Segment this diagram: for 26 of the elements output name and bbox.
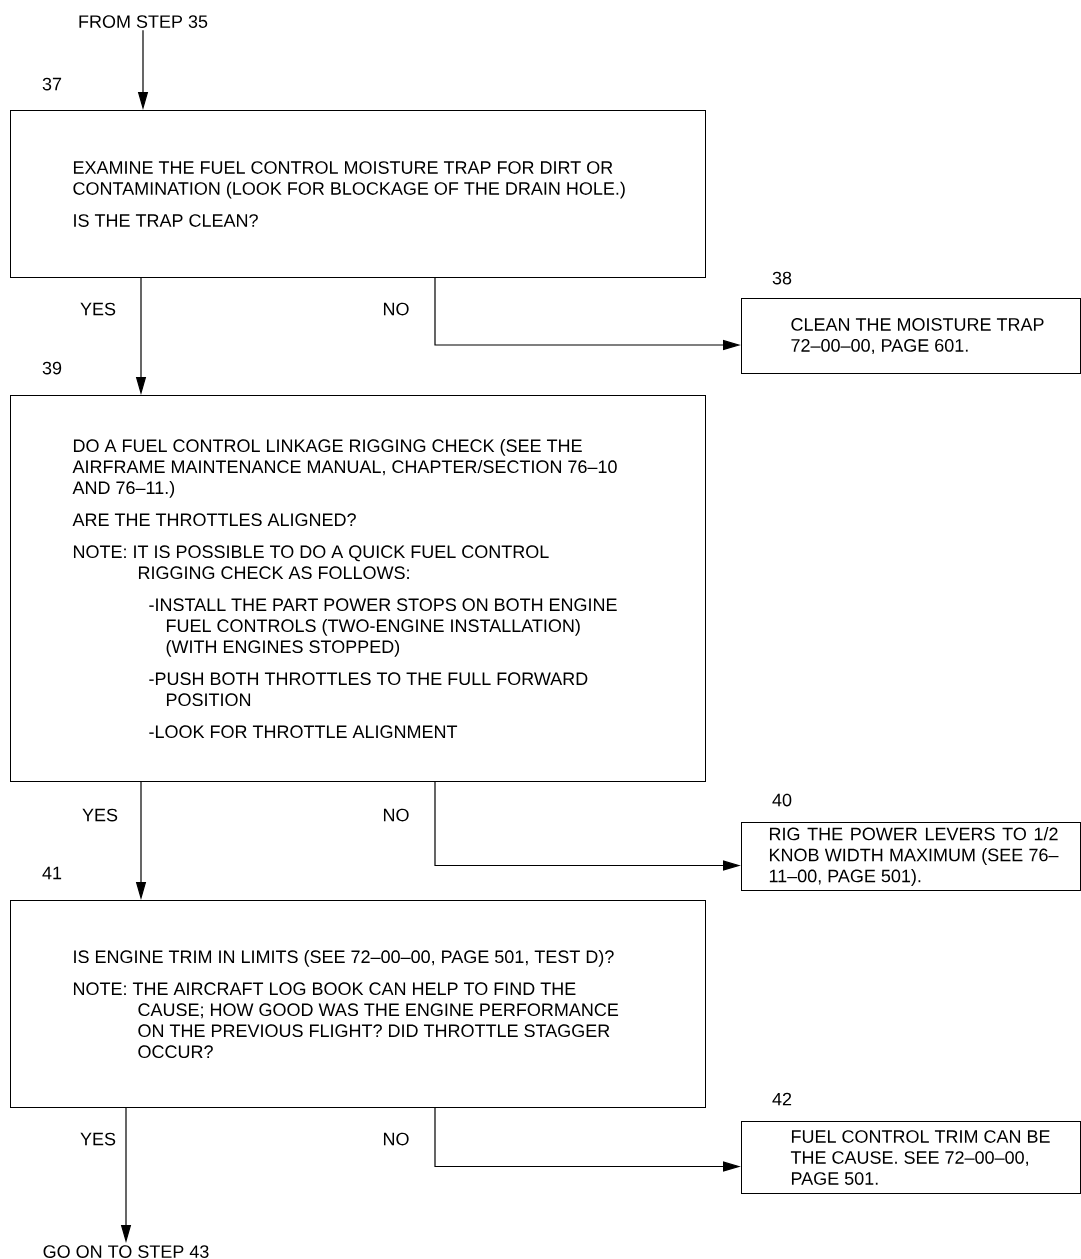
step-number: 39	[42, 361, 62, 375]
process-box: IS ENGINE TRIM IN LIMITS (SEE 72–00–00, PAGE 501, TEST D)? NOTE: THE AIRCRAFT LOG BOOK CAN HELP TO FIND THE CAUSE; HOW GOOD WAS THE ENGINE PERFORMANCE ON THE PREVIOUS FLIGHT? DID THROTTLE STAGGER OCCUR?	[10, 900, 706, 1108]
edge-label: NO	[381, 1131, 411, 1147]
edge-label: YES	[79, 301, 117, 317]
node-label: -INSTALL THE PART POWER STOPS ON BOTH ENGINE FUEL CONTROLS (TWO-ENGINE INSTALLATION) (WITH ENGINES STOPPED)	[149, 598, 617, 657]
step-number: 42	[772, 1092, 792, 1106]
process-box: RIG THE POWER LEVERS TO 1/2 KNOB WIDTH MAXIMUM (SEE 76–11–00, PAGE 501).	[741, 822, 1081, 891]
edge-label: NO	[381, 807, 411, 823]
step-number: 38	[772, 271, 792, 285]
step-number: 41	[42, 866, 62, 880]
process-box: FUEL CONTROL TRIM CAN BE THE CAUSE. SEE 72–00–00, PAGE 501.	[741, 1121, 1081, 1194]
node-label: NOTE: IT IS POSSIBLE TO DO A QUICK FUEL CONTROL RIGGING CHECK AS FOLLOWS:	[73, 545, 549, 580]
step-reference: GO ON TO STEP 43	[43, 1245, 209, 1258]
process-box: DO A FUEL CONTROL LINKAGE RIGGING CHECK (SEE THE AIRFRAME MAINTENANCE MANUAL, CHAPTER/SECTION 76–10 AND 76–11.) ARE THE THROTTLES ALIGNED? NOTE: IT IS POSSIBLE TO DO A QUICK FUEL CONTROL RIGGING CHECK AS FOLLOWS: -INSTALL THE PART POWER STOPS ON BOTH ENGINE FUEL CONTROLS (TWO-ENGINE INSTALLATION) (WITH ENGINES STOPPED) -PUSH BOTH THROTTLES TO THE FULL FORWARD POSITION -LOOK FOR THROTTLE ALIGNMENT	[10, 395, 706, 782]
edge-label: YES	[81, 807, 119, 823]
step-number: 37	[42, 77, 62, 91]
step-number: 40	[772, 793, 792, 807]
node-label: DO A FUEL CONTROL LINKAGE RIGGING CHECK (SEE THE AIRFRAME MAINTENANCE MANUAL, CHAPTER/SECTION 76–10 AND 76–11.)	[72, 438, 617, 498]
node-label: -LOOK FOR THROTTLE ALIGNMENT	[149, 725, 458, 739]
node-label: -PUSH BOTH THROTTLES TO THE FULL FORWARD POSITION	[149, 672, 588, 707]
process-box: EXAMINE THE FUEL CONTROL MOISTURE TRAP FOR DIRT OR CONTAMINATION (LOOK FOR BLOCKAGE OF THE DRAIN HOLE.) IS THE TRAP CLEAN?	[10, 110, 706, 278]
edge-label: NO	[381, 301, 411, 317]
node-label: ARE THE THROTTLES ALIGNED?	[72, 513, 356, 527]
step-reference: FROM STEP 35	[79, 15, 208, 28]
edge-label: YES	[79, 1131, 117, 1147]
process-box: CLEAN THE MOISTURE TRAP 72–00–00, PAGE 601.	[741, 298, 1081, 374]
